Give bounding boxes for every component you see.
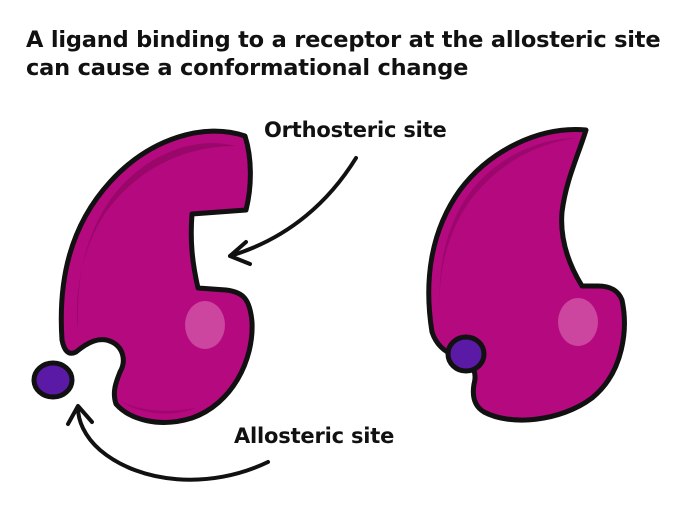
- receptor-bound-icon: [426, 127, 627, 423]
- orthosteric-site-label: Orthosteric site: [264, 118, 447, 142]
- bound-ligand-icon: [445, 334, 487, 374]
- title-line-1: A ligand binding to a receptor at the al…: [26, 27, 661, 53]
- orthosteric-arrow: [228, 156, 358, 266]
- ligand-icon: [31, 360, 75, 400]
- allosteric-arrow: [66, 404, 270, 482]
- receptor-unbound-icon: [58, 128, 255, 425]
- allosteric-site-label: Allosteric site: [234, 424, 395, 448]
- diagram-title: A ligand binding to a receptor at the al…: [26, 26, 686, 82]
- title-line-2: can cause a conformational change: [26, 55, 469, 81]
